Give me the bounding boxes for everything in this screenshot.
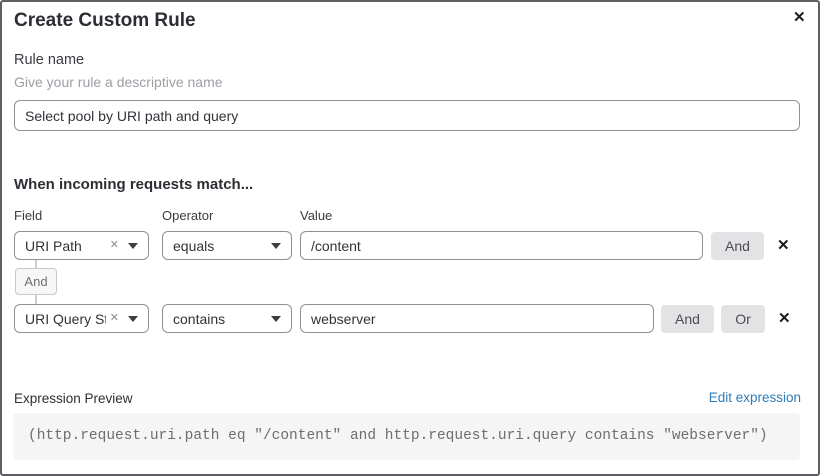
expression-code: (http.request.uri.path eq "/content" and…	[28, 428, 768, 444]
operator-select-row2-value: contains	[173, 310, 226, 327]
rule-name-input[interactable]	[14, 100, 800, 131]
close-icon[interactable]: ✕	[793, 9, 806, 26]
chevron-down-icon	[271, 242, 281, 249]
value-column-label: Value	[300, 208, 333, 223]
rule-name-helper-text: Give your rule a descriptive name	[14, 74, 223, 90]
field-select-row2-value: URI Query St...	[25, 310, 106, 327]
chevron-down-icon	[271, 315, 281, 322]
operator-select-row1-value: equals	[173, 237, 215, 254]
expression-preview-label: Expression Preview	[14, 391, 133, 406]
rule-name-label: Rule name	[14, 52, 85, 68]
edit-expression-link[interactable]: Edit expression	[708, 390, 801, 405]
remove-condition-icon-row1[interactable]: ✕	[777, 237, 790, 254]
connector-line-top	[35, 260, 37, 269]
chevron-down-icon	[128, 242, 138, 249]
clear-selection-icon[interactable]: ✕	[109, 312, 119, 324]
add-or-condition-button-row2[interactable]: Or	[721, 305, 765, 333]
add-and-condition-button-row1[interactable]: And	[711, 232, 764, 260]
field-select-row2[interactable]: URI Query St... ✕	[14, 304, 149, 333]
add-and-condition-button-row2[interactable]: And	[661, 305, 714, 333]
field-column-label: Field	[14, 208, 43, 223]
operator-select-row2[interactable]: contains	[162, 304, 292, 333]
field-select-row1-value: URI Path	[25, 237, 82, 254]
operator-select-row1[interactable]: equals	[162, 231, 292, 260]
remove-condition-icon-row2[interactable]: ✕	[778, 310, 791, 327]
expression-preview-box: (http.request.uri.path eq "/content" and…	[13, 413, 800, 460]
clear-selection-icon[interactable]: ✕	[109, 239, 119, 251]
value-input-row1[interactable]	[300, 231, 703, 260]
match-section-heading: When incoming requests match...	[14, 176, 254, 193]
chevron-down-icon	[128, 315, 138, 322]
value-input-row2[interactable]	[300, 304, 654, 333]
and-connector-badge[interactable]: And	[15, 268, 57, 295]
dialog-title: Create Custom Rule	[14, 10, 196, 31]
connector-line-bottom	[35, 294, 37, 304]
operator-column-label: Operator	[162, 208, 214, 223]
field-select-row1[interactable]: URI Path ✕	[14, 231, 149, 260]
